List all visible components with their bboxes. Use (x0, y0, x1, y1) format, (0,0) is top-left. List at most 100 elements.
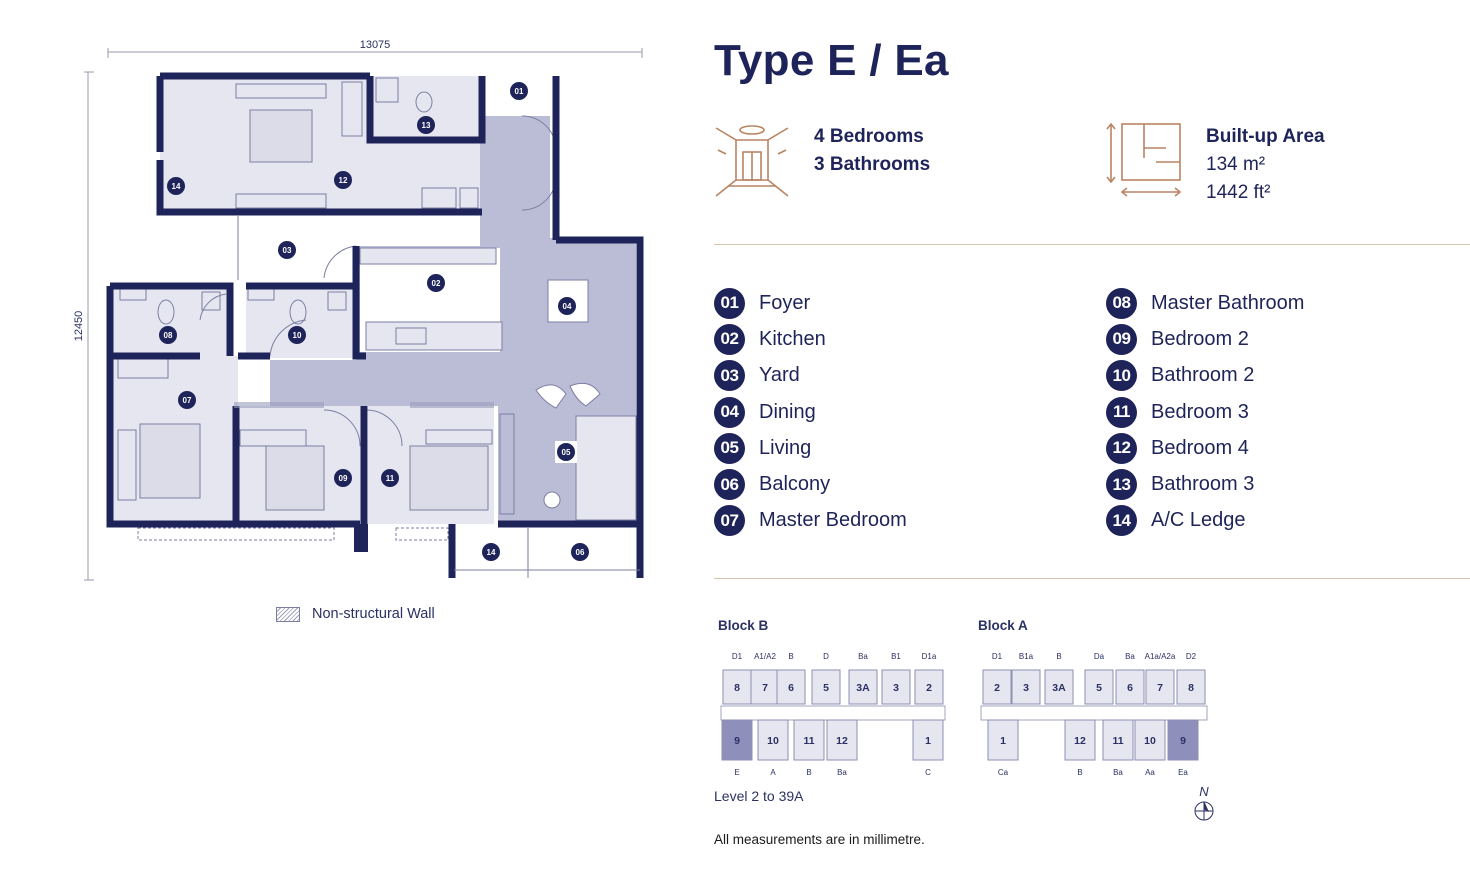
legend-number: 02 (714, 323, 745, 355)
legend-label: Master Bathroom (1151, 291, 1305, 314)
bedrooms-count: 4 Bedrooms (814, 126, 924, 147)
key-unit-number: 7 (1157, 682, 1163, 694)
key-unit-number: 6 (788, 682, 794, 694)
legend-number: 04 (714, 396, 745, 428)
legend-label: Bedroom 3 (1151, 400, 1249, 423)
key-unit-type-label: A (770, 768, 776, 777)
key-unit-bottom (1102, 719, 1134, 761)
legend-number: 14 (1106, 505, 1137, 537)
svg-text:06: 06 (576, 548, 585, 557)
dimension-width (107, 48, 643, 58)
legend-item: 12 Bedroom 4 (1106, 430, 1304, 466)
key-unit-bottom (1064, 719, 1096, 761)
key-unit-type-label: B (788, 652, 793, 661)
key-unit-bottom (987, 719, 1019, 761)
key-unit-bottom (912, 719, 944, 761)
key-unit-type-label: D2 (1186, 652, 1197, 661)
divider-top (714, 244, 1470, 245)
svg-text:10: 10 (293, 331, 302, 340)
key-corridor (720, 705, 946, 721)
key-unit-type-label: B1a (1019, 652, 1034, 661)
legend-label: Bathroom 2 (1151, 364, 1255, 387)
key-unit-type-label: D (823, 652, 829, 661)
key-unit-type-label: B (1077, 768, 1082, 777)
area-sqm: 134 m² (1206, 154, 1266, 175)
key-unit-number: 1 (925, 735, 931, 747)
legend-number: 12 (1106, 432, 1137, 464)
key-unit-highlighted (721, 719, 753, 761)
room-marker-06: 06 (571, 543, 589, 561)
key-unit-bottom (1134, 719, 1166, 761)
floor-plan: 13075 12450 (73, 39, 644, 581)
legend-label: Kitchen (759, 327, 826, 350)
key-unit-type-label: D1 (732, 652, 743, 661)
room-marker-07: 07 (178, 391, 196, 409)
unit-type-title: Type E / Ea (714, 36, 949, 85)
key-unit-highlighted (1167, 719, 1199, 761)
svg-text:07: 07 (183, 396, 192, 405)
key-unit-top (1145, 669, 1175, 705)
svg-text:04: 04 (563, 302, 572, 311)
legend-label: Bedroom 4 (1151, 436, 1249, 459)
legend-label: Master Bedroom (759, 509, 907, 532)
width-dimension-text: 13075 (360, 39, 391, 51)
block-b-title: Block B (718, 618, 769, 633)
svg-text:02: 02 (432, 279, 441, 288)
room-marker-11: 11 (381, 469, 399, 487)
svg-text:12: 12 (339, 176, 348, 185)
furniture (117, 77, 637, 521)
key-unit-top (982, 669, 1012, 705)
bedroom-icon (715, 125, 789, 197)
legend-number: 07 (714, 505, 745, 537)
key-unit-number: 10 (1144, 735, 1156, 747)
key-unit-type-label: Ba (837, 768, 847, 777)
legend-number: 09 (1106, 323, 1137, 355)
key-unit-top (1044, 669, 1074, 705)
key-unit-number: 11 (803, 735, 814, 747)
key-corridor (980, 705, 1208, 721)
key-unit-bottom (757, 719, 789, 761)
key-unit-type-label: A1a/A2a (1145, 652, 1176, 661)
key-unit-type-label: E (734, 768, 739, 777)
room-marker-08: 08 (159, 326, 177, 344)
room-marker-12: 12 (334, 171, 352, 189)
key-unit-top (1011, 669, 1041, 705)
key-unit-type-label: Ca (998, 768, 1009, 777)
legend-number: 01 (714, 287, 745, 319)
svg-text:03: 03 (283, 246, 292, 255)
legend-label: Balcony (759, 473, 831, 496)
key-unit-type-label: B1 (891, 652, 901, 661)
key-unit-type-label: Aa (1145, 768, 1155, 777)
key-unit-type-label: C (925, 768, 931, 777)
legend-number: 13 (1106, 469, 1137, 501)
svg-text:13: 13 (422, 121, 431, 130)
key-unit-type-label: Ba (1113, 768, 1123, 777)
key-unit-type-label: B (1056, 652, 1061, 661)
key-unit-top (1176, 669, 1206, 705)
key-unit-number: 3A (856, 682, 870, 694)
area-spec: Built-up Area 134 m² 1442 ft² (1206, 123, 1325, 207)
legend-number: 08 (1106, 287, 1137, 319)
room-markers: 01 02 03 04 05 06 07 08 09 10 11 12 13 1… (159, 82, 589, 561)
key-unit-top (1084, 669, 1114, 705)
key-unit-number: 6 (1127, 682, 1133, 694)
room-marker-01: 01 (510, 82, 528, 100)
block-a-title: Block A (978, 618, 1028, 633)
room-marker-14b: 14 (482, 543, 500, 561)
key-unit-top (914, 669, 944, 705)
key-unit-type-label: D1a (922, 652, 937, 661)
legend-label: Living (759, 436, 812, 459)
key-unit-number: 2 (926, 682, 932, 694)
balcony-railing (137, 216, 640, 578)
key-unit-number: 10 (767, 735, 779, 747)
key-unit-top (881, 669, 911, 705)
room-marker-02: 02 (427, 274, 445, 292)
key-unit-number: 8 (1188, 682, 1194, 694)
